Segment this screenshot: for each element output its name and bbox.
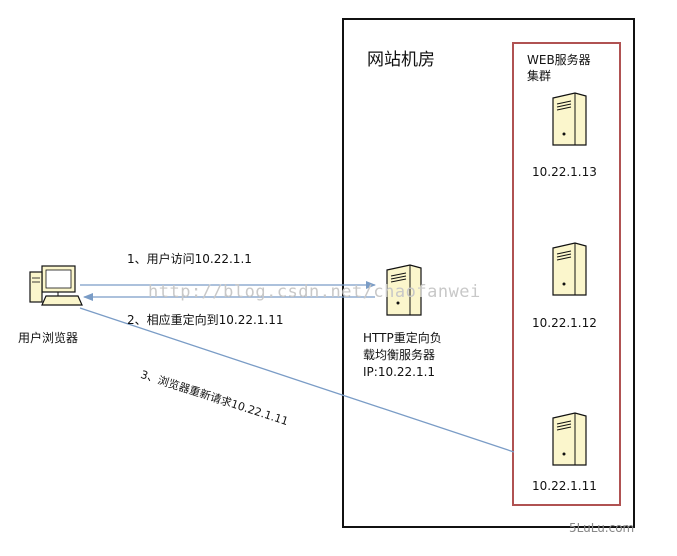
datacenter-box [342,18,635,528]
redirect-server-label-line2: 载均衡服务器 [363,348,436,362]
web-server-icon-11 [552,412,587,466]
web-server-icon-12 [552,242,587,296]
web-server-ip-13: 10.22.1.13 [532,165,597,179]
datacenter-title: 网站机房 [367,50,435,70]
step2-label: 2、相应重定向到10.22.1.11 [127,313,284,327]
step1-label: 1、用户访问10.22.1.1 [127,252,252,266]
computer-icon [29,265,83,306]
web-server-ip-12: 10.22.1.12 [532,316,597,330]
redirect-server-label-line1: HTTP重定向负 [363,331,442,345]
web-server-ip-11: 10.22.1.11 [532,479,597,493]
line-step3 [79,307,515,453]
watermark-text: http://blog.csdn.net/chaofanwei [148,282,481,302]
client-label: 用户浏览器 [18,331,79,345]
web-server-icon-13 [552,92,587,146]
web-cluster-box [512,42,621,506]
cluster-title-line1: WEB服务器 [527,53,591,67]
cluster-title-line2: 集群 [527,69,552,83]
footer-watermark: 5LuLu.com [569,521,635,535]
redirect-server-icon [386,264,422,316]
redirect-server-ip: IP:10.22.1.1 [363,365,436,379]
